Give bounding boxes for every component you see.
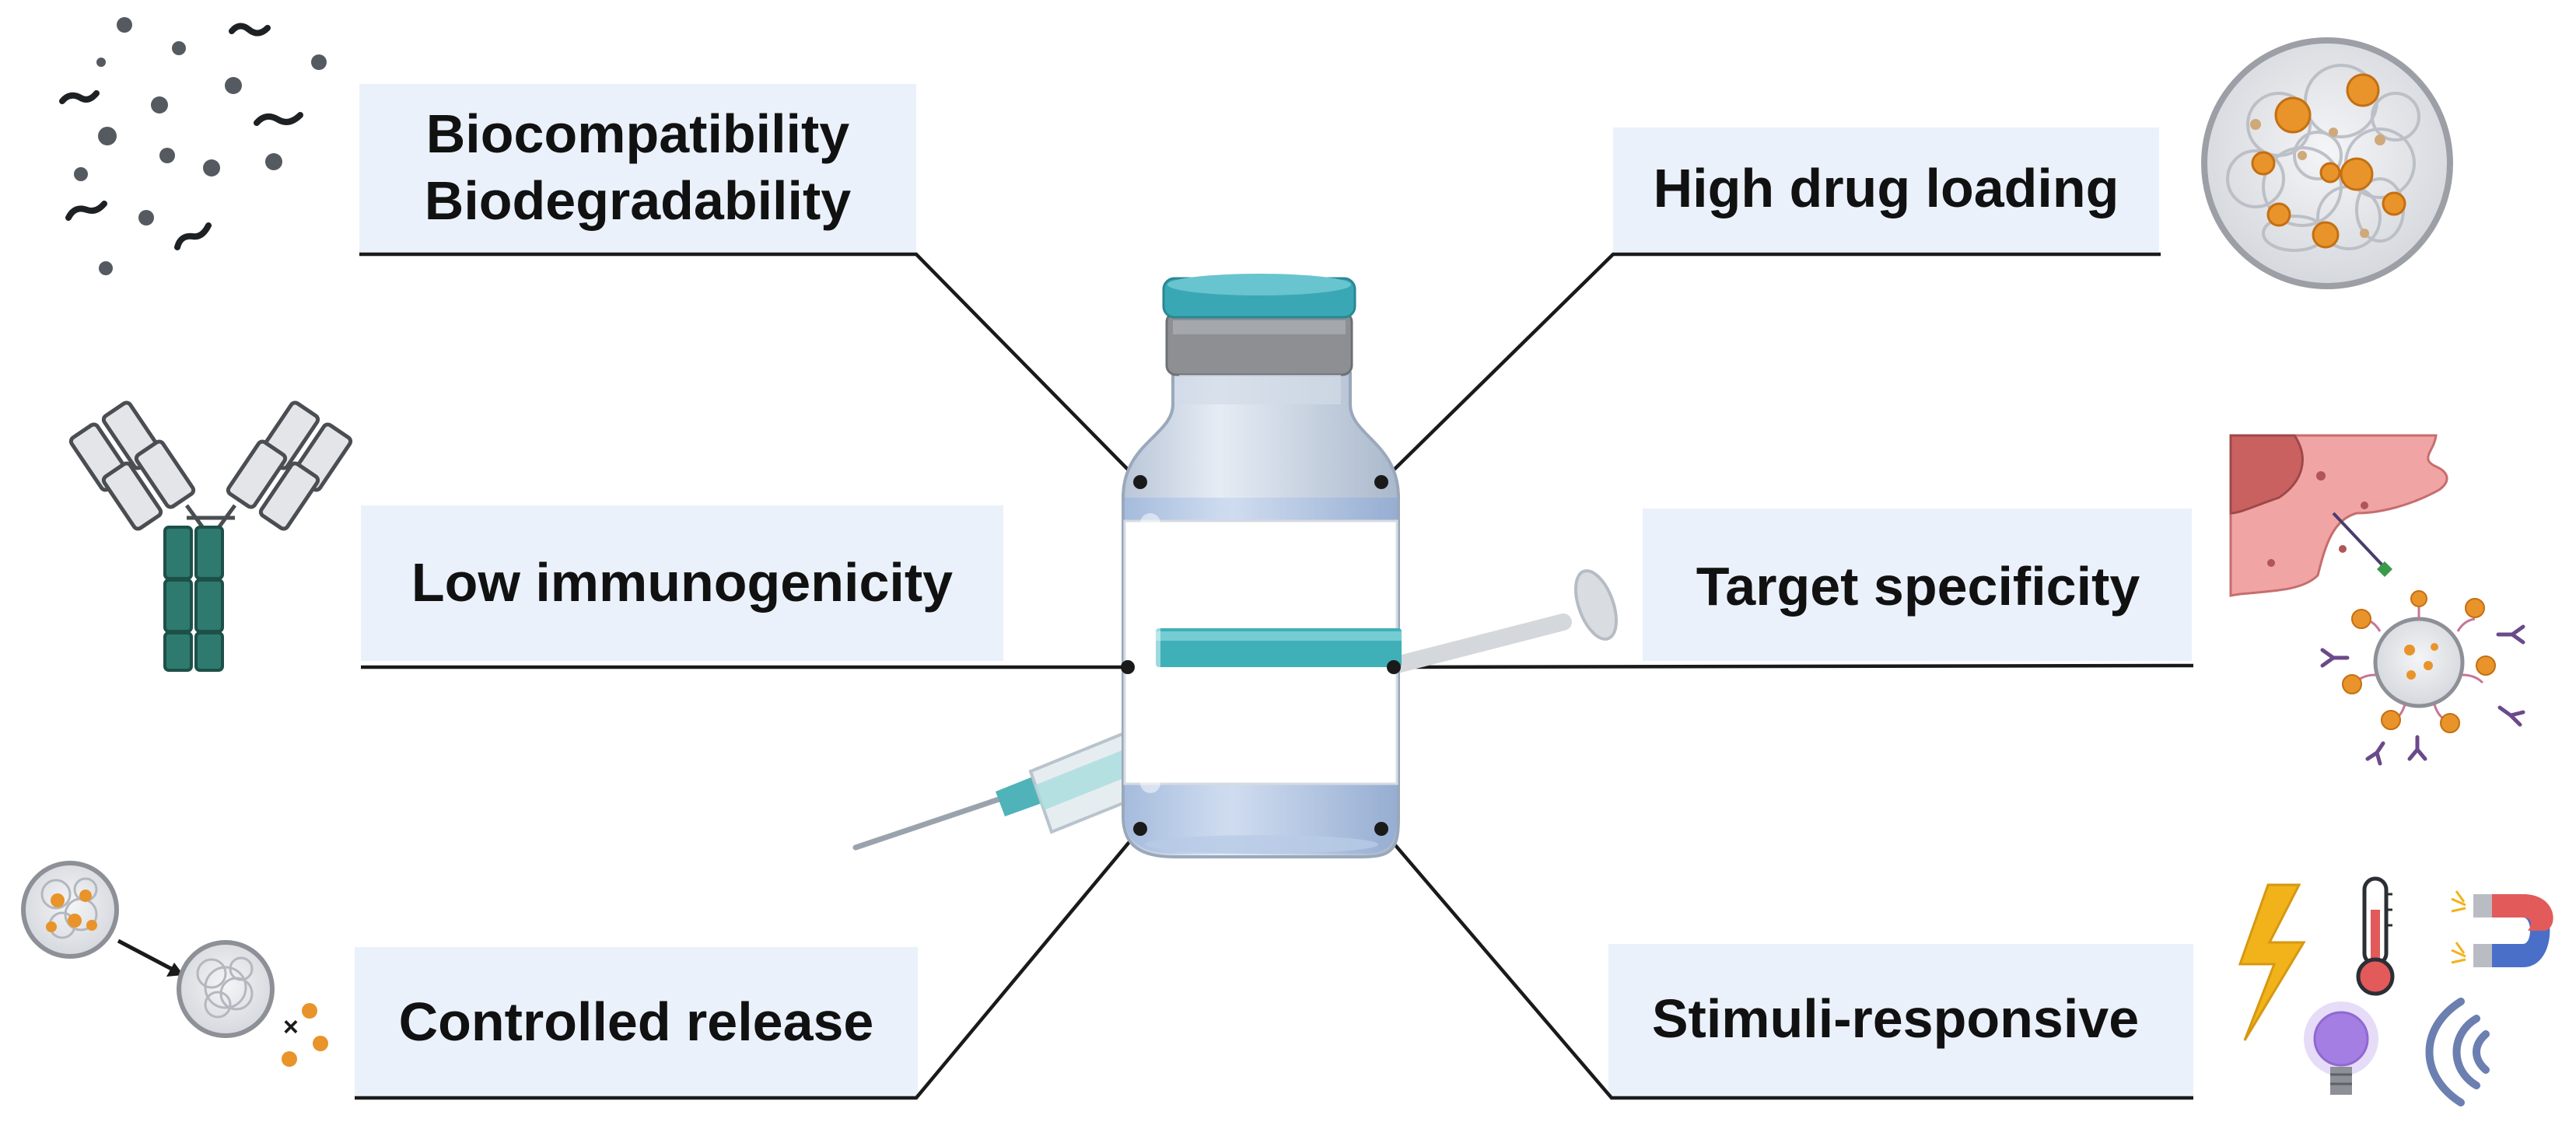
connection-dots bbox=[1121, 475, 1401, 836]
label-biocompat: Biocompatibility Biodegradability bbox=[359, 84, 916, 253]
label-box bbox=[1613, 128, 2159, 252]
dot-low-immuno bbox=[1121, 660, 1135, 674]
targeted-nanoparticle-cell-icon bbox=[2229, 434, 2525, 766]
drug-release-icon: × bbox=[21, 861, 328, 1067]
dot-stimuli bbox=[1374, 822, 1388, 836]
dot-high-drug bbox=[1374, 475, 1388, 489]
target-specificity-label: Target specificity bbox=[1696, 556, 2140, 617]
ultrasound-waves-icon bbox=[2425, 998, 2490, 1106]
magnet-icon bbox=[2451, 890, 2553, 967]
drug-loaded-nanogel-icon bbox=[2201, 37, 2453, 289]
label-box bbox=[361, 505, 1003, 661]
biodegradability-label: Biodegradability bbox=[425, 170, 851, 231]
thermometer-icon bbox=[2356, 876, 2395, 996]
label-low-immunogenicity: Low immunogenicity bbox=[361, 505, 1003, 661]
label-target-specificity: Target specificity bbox=[1643, 509, 2192, 661]
label-box bbox=[359, 84, 916, 253]
label-stimuli-responsive: Stimuli-responsive bbox=[1608, 944, 2193, 1096]
svg-text:×: × bbox=[283, 1012, 299, 1042]
leader-line-controlled bbox=[355, 827, 1142, 1100]
low-immunogenicity-label: Low immunogenicity bbox=[411, 552, 953, 613]
label-box bbox=[355, 947, 918, 1096]
high-drug-loading-label: High drug loading bbox=[1654, 158, 2119, 218]
controlled-release-label: Controlled release bbox=[399, 991, 874, 1052]
label-box bbox=[1608, 944, 2193, 1096]
dot-biocompat bbox=[1133, 475, 1147, 489]
label-high-drug-loading: High drug loading bbox=[1613, 128, 2159, 252]
dot-target bbox=[1387, 660, 1401, 674]
biocompatibility-label: Biocompatibility bbox=[426, 103, 850, 164]
stimuli-responsive-label: Stimuli-responsive bbox=[1652, 988, 2139, 1049]
leader-line-high-drug bbox=[1380, 252, 2161, 484]
antibody-icon bbox=[68, 400, 353, 672]
leader-line-biocompat bbox=[359, 252, 1142, 484]
leader-lines bbox=[355, 252, 2194, 1100]
lightning-icon bbox=[2238, 883, 2306, 1041]
leader-line-target bbox=[1393, 663, 2194, 669]
dot-controlled bbox=[1133, 822, 1147, 836]
label-box bbox=[1643, 509, 2192, 661]
vial-icon bbox=[1122, 274, 1402, 858]
leader-line-stimuli bbox=[1380, 827, 2193, 1100]
polymer-fragments-icon bbox=[59, 17, 327, 275]
label-controlled-release: Controlled release bbox=[355, 947, 918, 1096]
light-bulb-icon bbox=[2304, 1001, 2378, 1095]
